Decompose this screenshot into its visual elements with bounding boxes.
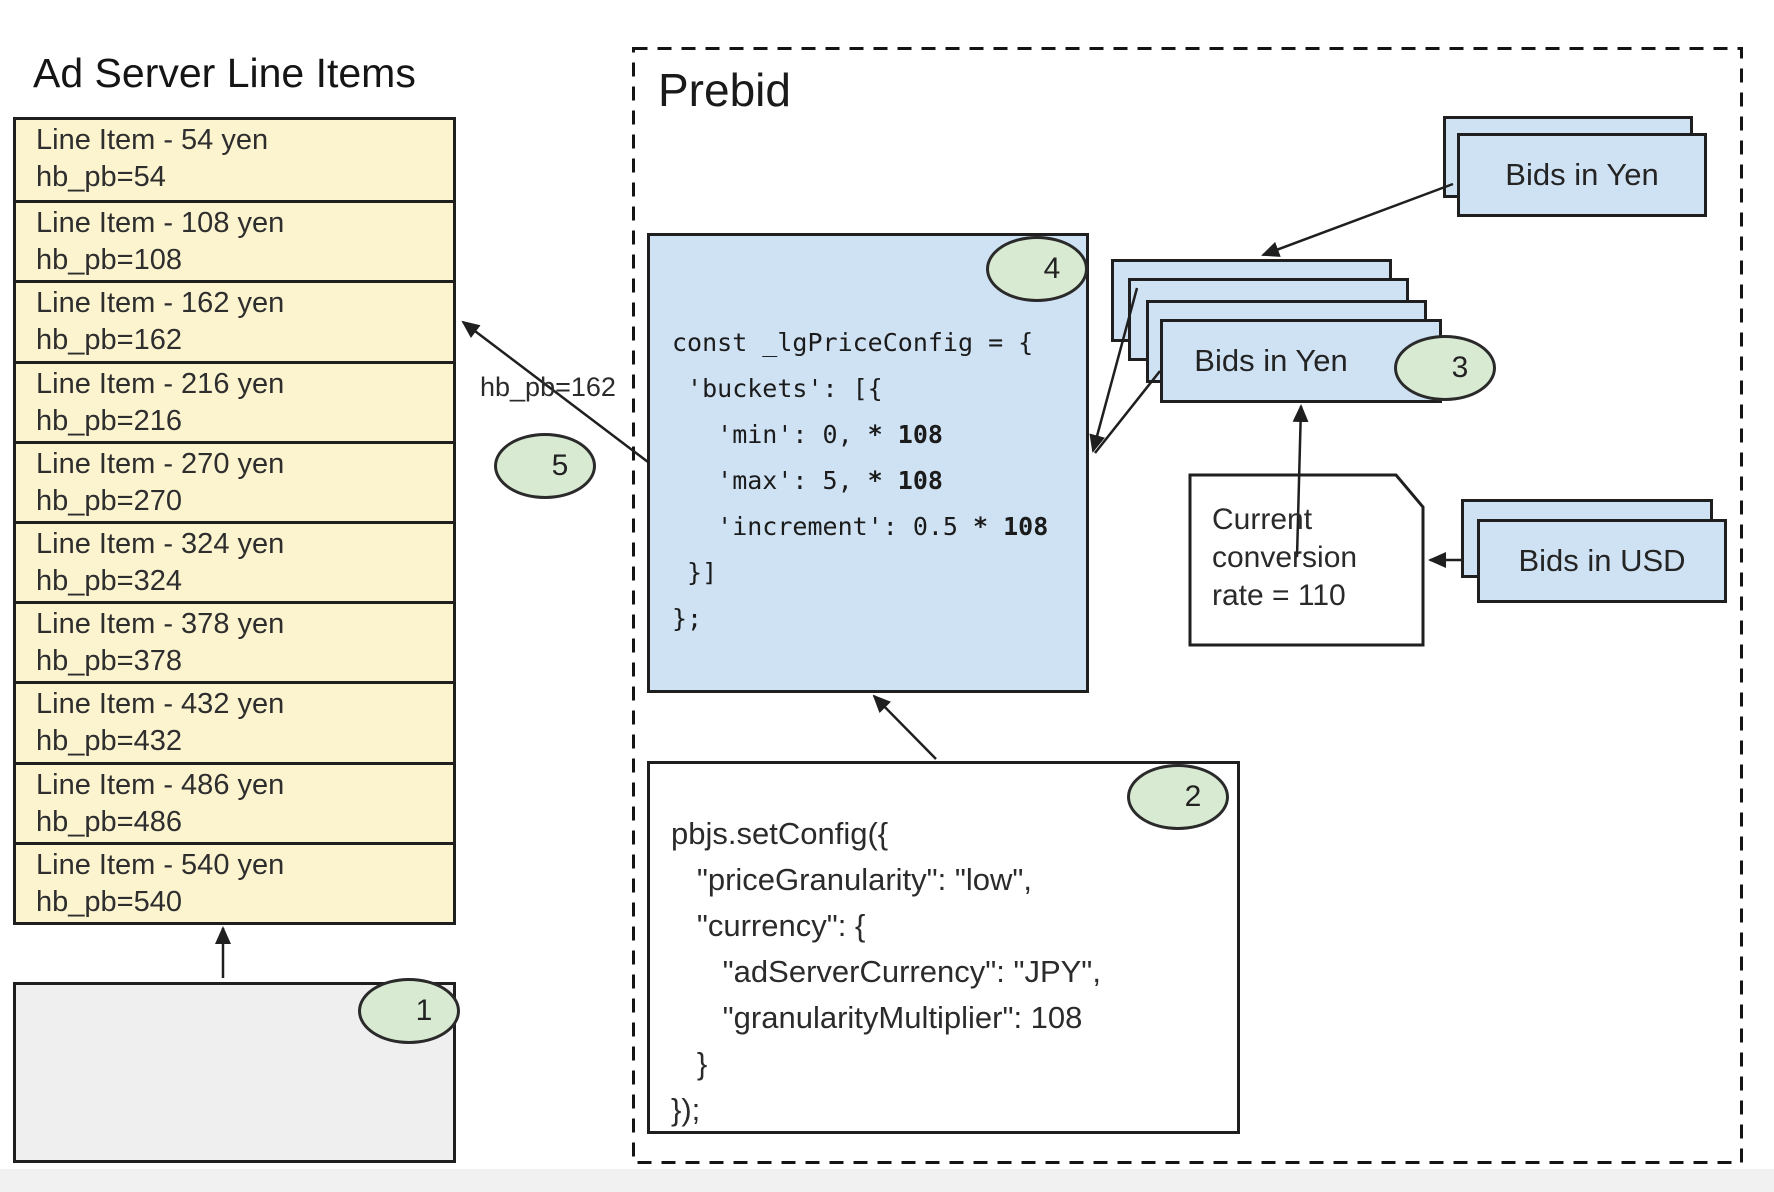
conversion-note-line1: Current bbox=[1212, 503, 1313, 536]
code-increment-multiplier: * 108 bbox=[973, 512, 1049, 541]
page-edge-band bbox=[0, 1169, 1774, 1192]
line-item-hbpb: hb_pb=378 bbox=[36, 645, 182, 678]
line-item-hbpb: hb_pb=108 bbox=[36, 244, 182, 277]
code-line: }); bbox=[671, 1092, 701, 1127]
line-item-hbpb: hb_pb=162 bbox=[36, 324, 182, 357]
arrow-setconfig-to-cpm bbox=[872, 694, 937, 760]
line-item-hbpb: hb_pb=270 bbox=[36, 484, 182, 517]
code-line: 'buckets': [{ bbox=[672, 374, 883, 403]
line-item-name: Line Item - 432 yen bbox=[36, 688, 285, 721]
step-badge-2: 2 bbox=[1127, 764, 1229, 830]
line-item-name: Line Item - 540 yen bbox=[36, 848, 285, 881]
line-item-name: Line Item - 378 yen bbox=[36, 608, 285, 641]
conversion-note-line3: rate = 110 bbox=[1212, 579, 1346, 612]
line-item-hbpb: hb_pb=216 bbox=[36, 404, 182, 437]
code-line: }; bbox=[672, 604, 703, 633]
line-item-name: Line Item - 270 yen bbox=[36, 447, 285, 480]
line-item-name: Line Item - 324 yen bbox=[36, 527, 285, 560]
line-stack-to-cpm-secondary bbox=[1094, 370, 1161, 454]
arrow-incoming-yen-to-stack bbox=[1261, 182, 1454, 257]
code-line: 'min': 0, * 108 bbox=[672, 420, 1048, 466]
line-item-row: Line Item - 486 yen hb_pb=486 bbox=[16, 761, 453, 842]
line-item-row: Line Item - 378 yen hb_pb=378 bbox=[16, 601, 453, 681]
conversion-note-text: Current conversion rate = 110 bbox=[1212, 501, 1357, 615]
line-item-row: Line Item - 270 yen hb_pb=270 bbox=[16, 440, 453, 521]
code-line: const _lgPriceConfig = { bbox=[672, 328, 1034, 357]
cpm-price-config-code: const _lgPriceConfig = { 'buckets': [{ '… bbox=[672, 328, 1048, 650]
line-item-row: Line Item - 54 yen hb_pb=54 bbox=[16, 120, 453, 200]
code-line: "priceGranularity": "low", bbox=[671, 862, 1033, 897]
bids-in-yen-incoming-front-card: Bids in Yen bbox=[1457, 133, 1707, 217]
line-item-hbpb: hb_pb=54 bbox=[36, 161, 166, 193]
code-max-multiplier: * 108 bbox=[867, 466, 943, 495]
line-item-name: Line Item - 216 yen bbox=[36, 367, 285, 400]
bids-in-usd-label: Bids in USD bbox=[1518, 543, 1686, 578]
code-line: "granularityMultiplier": 108 bbox=[671, 1000, 1083, 1035]
hb-pb-arrow-label: hb_pb=162 bbox=[480, 372, 616, 402]
code-line: pbjs.setConfig({ bbox=[671, 816, 889, 851]
line-item-row: Line Item - 432 yen hb_pb=432 bbox=[16, 681, 453, 761]
line-item-row: Line Item - 216 yen hb_pb=216 bbox=[16, 360, 453, 441]
code-line: "adServerCurrency": "JPY", bbox=[671, 954, 1101, 989]
line-items-table: Line Item - 54 yen hb_pb=54 Line Item - 1… bbox=[13, 117, 456, 925]
code-increment: 'increment': 0.5 bbox=[672, 512, 974, 541]
code-line: 'max': 5, * 108 bbox=[672, 466, 1048, 512]
line-item-name: Line Item - 162 yen bbox=[36, 287, 285, 320]
line-item-hbpb: hb_pb=432 bbox=[36, 725, 182, 758]
line-item-name: Line Item - 486 yen bbox=[36, 768, 285, 801]
conversion-note-line2: conversion bbox=[1212, 541, 1358, 574]
line-item-row: Line Item - 108 yen hb_pb=108 bbox=[16, 200, 453, 280]
code-line: }] bbox=[672, 558, 718, 587]
code-line: } bbox=[671, 1046, 708, 1081]
line-item-hbpb: hb_pb=324 bbox=[36, 564, 182, 597]
code-min: 'min': 0, bbox=[672, 420, 868, 449]
set-config-code: pbjs.setConfig({ "priceGranularity": "lo… bbox=[671, 816, 1101, 1138]
bids-in-yen-incoming-label: Bids in Yen bbox=[1505, 157, 1659, 192]
bids-in-usd-front-card: Bids in USD bbox=[1477, 519, 1727, 603]
step-badge-4: 4 bbox=[986, 236, 1088, 302]
bids-in-yen-stack-label: Bids in Yen bbox=[1194, 343, 1348, 378]
line-item-row: Line Item - 162 yen hb_pb=162 bbox=[16, 280, 453, 360]
step-badge-5: 5 bbox=[494, 433, 596, 499]
step-badge-1: 1 bbox=[358, 978, 460, 1044]
line-item-name: Line Item - 54 yen bbox=[36, 124, 269, 156]
code-line: 'increment': 0.5 * 108 bbox=[672, 512, 1048, 558]
code-max: 'max': 5, bbox=[672, 466, 868, 495]
line-item-row: Line Item - 540 yen hb_pb=540 bbox=[16, 841, 453, 922]
line-item-hbpb: hb_pb=540 bbox=[36, 885, 182, 918]
ad-server-title: Ad Server Line Items bbox=[33, 50, 416, 96]
prebid-title: Prebid bbox=[658, 64, 791, 116]
line-item-hbpb: hb_pb=486 bbox=[36, 805, 182, 838]
code-min-multiplier: * 108 bbox=[867, 420, 943, 449]
line-item-name: Line Item - 108 yen bbox=[36, 207, 285, 240]
code-line: "currency": { bbox=[671, 908, 866, 943]
step-badge-3: 3 bbox=[1394, 335, 1496, 401]
line-item-row: Line Item - 324 yen hb_pb=324 bbox=[16, 520, 453, 601]
